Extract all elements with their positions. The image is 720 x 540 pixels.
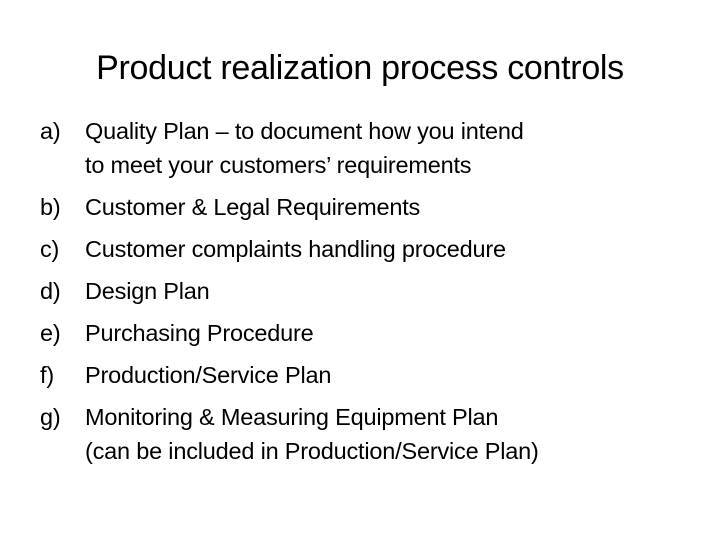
- list-item-line: Customer complaints handling procedure: [85, 236, 506, 262]
- list-item-line: Monitoring & Measuring Equipment Plan: [85, 404, 499, 430]
- list-item-b: b) Customer & Legal Requirements: [40, 190, 700, 224]
- list-item-text: Customer complaints handling procedure: [85, 232, 700, 266]
- list-item-line: Customer & Legal Requirements: [85, 194, 421, 220]
- list-item-line: (can be included in Production/Service P…: [85, 438, 539, 464]
- list-item-text: Monitoring & Measuring Equipment Plan (c…: [85, 400, 700, 468]
- list-item-text: Production/Service Plan: [85, 358, 700, 392]
- list-item-f: f) Production/Service Plan: [40, 358, 700, 392]
- list-marker: g): [40, 404, 61, 430]
- list-item-line: Design Plan: [85, 278, 210, 304]
- list-marker: c): [40, 236, 60, 262]
- list-marker: f): [40, 362, 54, 388]
- list-item-line: Quality Plan – to document how you inten…: [85, 118, 524, 144]
- list-item-line: Production/Service Plan: [85, 362, 332, 388]
- list-marker: d): [40, 278, 61, 304]
- list-item-g: g) Monitoring & Measuring Equipment Plan…: [40, 400, 700, 468]
- list-item-a: a) Quality Plan – to document how you in…: [40, 114, 700, 182]
- list-item-text: Purchasing Procedure: [85, 316, 700, 350]
- list-item-line: Purchasing Procedure: [85, 320, 314, 346]
- list-marker: b): [40, 194, 61, 220]
- list-item-e: e) Purchasing Procedure: [40, 316, 700, 350]
- list-marker: a): [40, 118, 61, 144]
- list-item-c: c) Customer complaints handling procedur…: [40, 232, 700, 266]
- list-item-d: d) Design Plan: [40, 274, 700, 308]
- controls-list: a) Quality Plan – to document how you in…: [40, 114, 700, 476]
- list-item-text: Design Plan: [85, 274, 700, 308]
- list-marker: e): [40, 320, 61, 346]
- list-item-line: to meet your customers’ requirements: [85, 152, 472, 178]
- list-item-text: Customer & Legal Requirements: [85, 190, 700, 224]
- slide-title: Product realization process controls: [96, 49, 624, 87]
- list-item-text: Quality Plan – to document how you inten…: [85, 114, 700, 182]
